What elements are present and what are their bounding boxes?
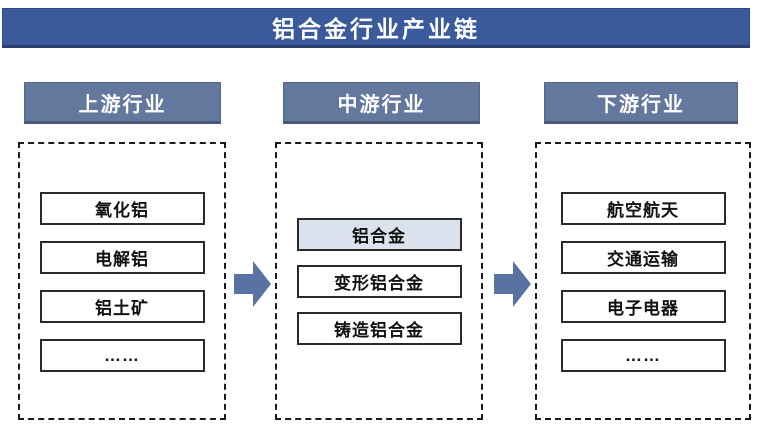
item-electronics: 电子电器	[560, 290, 726, 323]
item-alumina: 氧化铝	[39, 192, 205, 225]
column-header-downstream: 下游行业	[544, 82, 738, 124]
arrow-shape	[494, 261, 531, 307]
flow-arrow-midstream-to-downstream	[494, 260, 532, 308]
upstream-group: 氧化铝 电解铝 铝土矿 ……	[18, 142, 226, 420]
item-wrought-aluminum-alloy: 变形铝合金	[296, 265, 462, 298]
upstream-items: 氧化铝 电解铝 铝土矿 ……	[20, 144, 224, 372]
arrow-shape	[234, 261, 271, 307]
item-cast-aluminum-alloy: 铸造铝合金	[296, 312, 462, 345]
midstream-group: 铝合金 变形铝合金 铸造铝合金	[275, 142, 483, 420]
midstream-items: 铝合金 变形铝合金 铸造铝合金	[277, 144, 481, 345]
item-aerospace: 航空航天	[560, 192, 726, 225]
flow-arrow-upstream-to-midstream	[234, 260, 272, 308]
item-bauxite: 铝土矿	[39, 290, 205, 323]
downstream-group: 航空航天 交通运输 电子电器 ……	[535, 142, 751, 420]
downstream-items: 航空航天 交通运输 电子电器 ……	[537, 144, 749, 372]
item-upstream-ellipsis: ……	[39, 339, 205, 372]
item-downstream-ellipsis: ……	[560, 339, 726, 372]
column-header-upstream: 上游行业	[24, 82, 221, 124]
item-transportation: 交通运输	[560, 241, 726, 274]
item-electrolytic-aluminum: 电解铝	[39, 241, 205, 274]
item-aluminum-alloy: 铝合金	[296, 218, 462, 251]
diagram-title: 铝合金行业产业链	[2, 8, 750, 48]
column-header-midstream: 中游行业	[283, 82, 480, 124]
